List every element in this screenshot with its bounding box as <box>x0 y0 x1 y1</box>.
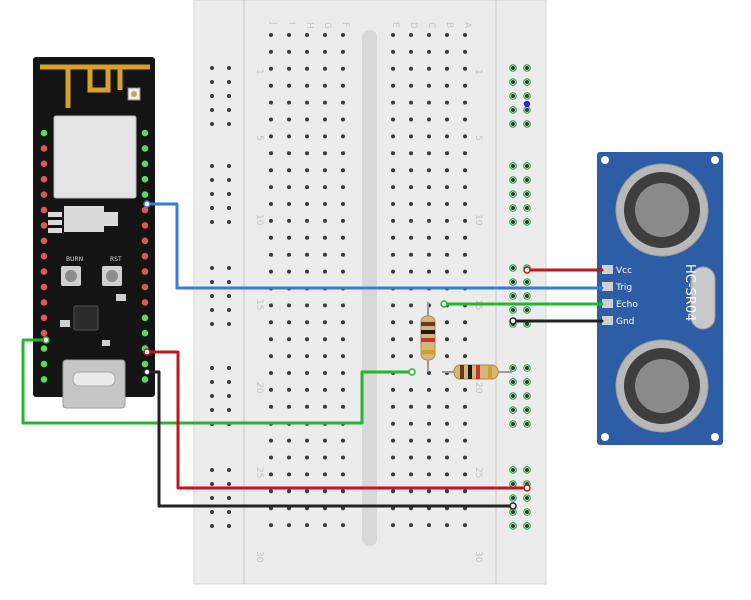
row-label-i: I <box>286 22 296 25</box>
column-number-30: 30 <box>254 551 264 563</box>
row-label-h: H <box>304 22 314 29</box>
wire-red-vcc <box>145 350 529 490</box>
hc-sr04-sensor: HC-SR04 Vcc Trig Echo Gnd <box>597 152 723 445</box>
pin-label-gnd: Gnd <box>616 317 634 327</box>
row-label-b: B <box>444 22 454 28</box>
sensor-model-label: HC-SR04 <box>682 264 697 321</box>
resistor-icon <box>420 302 436 372</box>
row-label-e: E <box>390 22 400 28</box>
column-number-15: 15 <box>254 299 264 310</box>
mcu-pin-headers <box>40 129 149 383</box>
highlight-hole <box>523 100 531 108</box>
crystal <box>690 266 716 330</box>
sensor-pins: Vcc Trig Echo Gnd <box>602 265 638 327</box>
pin-label-echo: Echo <box>616 300 638 310</box>
column-numbers-left: 1 5 10 15 20 25 30 <box>254 69 264 563</box>
breadboard-holes <box>210 33 529 528</box>
wire-blue-trig <box>145 202 604 290</box>
row-label-a: A <box>462 22 472 29</box>
column-number-25: 25 <box>473 467 483 478</box>
breadboard: J I H G F E D C B A 1 5 10 15 20 25 30 1… <box>193 0 547 585</box>
antenna-icon <box>40 64 150 108</box>
column-number-5: 5 <box>473 135 483 141</box>
column-number-20: 20 <box>254 382 264 394</box>
column-number-1: 1 <box>473 69 483 75</box>
column-number-25: 25 <box>254 467 264 478</box>
mcu-chip <box>73 305 99 331</box>
row-label-j: J <box>268 21 278 25</box>
column-number-10: 10 <box>473 214 483 226</box>
pin-label-vcc: Vcc <box>616 266 632 276</box>
column-number-1: 1 <box>254 69 264 75</box>
voltage-regulator <box>64 206 104 232</box>
rst-label: RST <box>110 256 122 263</box>
row-label-c: C <box>426 22 436 28</box>
row-label-g: G <box>322 22 332 29</box>
rf-shield <box>53 115 137 199</box>
row-label-f: F <box>340 22 350 27</box>
wire-endpoints <box>42 200 531 510</box>
wire-green-gpio <box>21 338 414 425</box>
column-number-5: 5 <box>254 135 264 141</box>
column-number-20: 20 <box>473 382 483 394</box>
transducer-icon <box>615 163 709 257</box>
row-labels-left: J I H G F <box>268 21 350 29</box>
column-number-30: 30 <box>473 551 483 563</box>
row-label-d: D <box>408 22 418 29</box>
transducer-icon <box>615 339 709 433</box>
pin-label-trig: Trig <box>615 283 632 293</box>
mcu-board: BURN RST <box>33 57 155 409</box>
row-labels-right: E D C B A <box>390 22 472 29</box>
resistor-icon <box>442 364 512 380</box>
wire-black-gnd <box>145 370 515 508</box>
column-number-10: 10 <box>254 214 264 226</box>
burn-label: BURN <box>66 256 83 263</box>
